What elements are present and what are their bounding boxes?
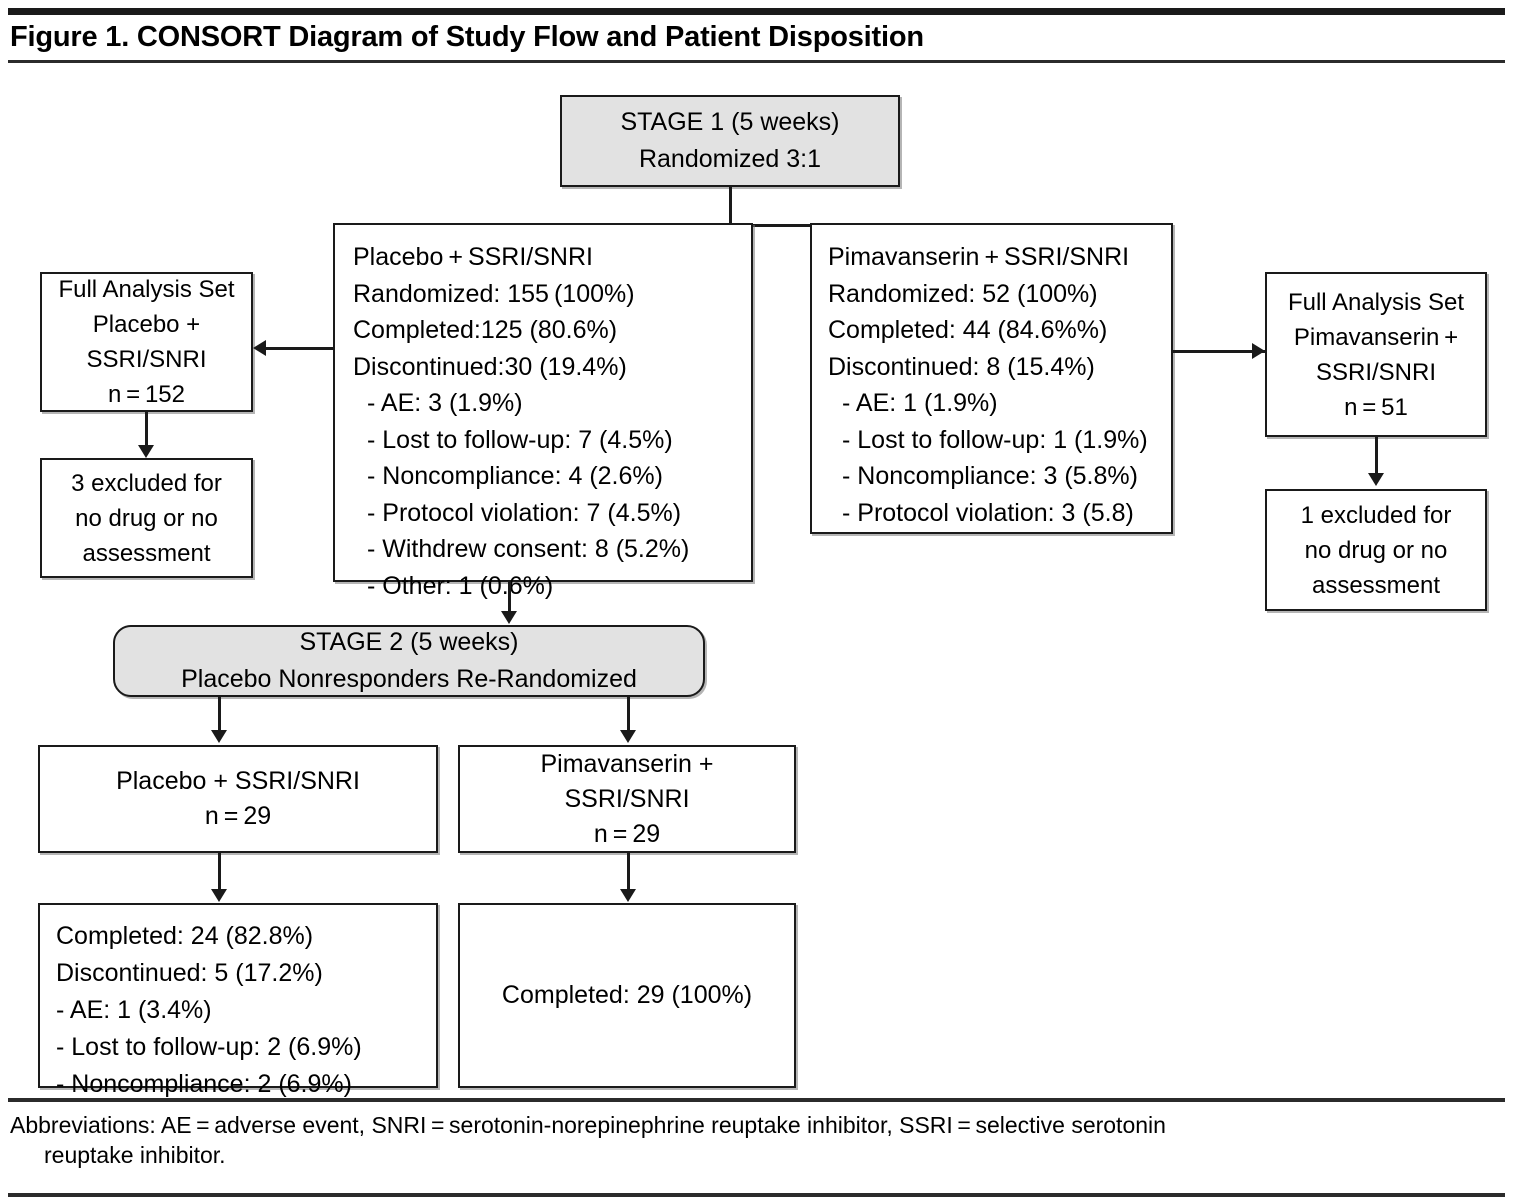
stage2-placebo-result-line-3: - AE: 1 (3.4%)	[56, 996, 212, 1024]
arrow-to-excluded-placebo	[138, 445, 154, 458]
fas-pimavanserin-line-4: n = 51	[1344, 393, 1408, 421]
connector-stage2-pimavanserin-to-results	[627, 853, 630, 891]
pimavanserin-arm-reason-3: - Noncompliance: 3 (5.8%)	[842, 462, 1138, 490]
arrow-to-stage2-pimavanserin-results	[620, 889, 636, 902]
pimavanserin-arm-line-4: Discontinued: 8 (15.4%)	[828, 352, 1095, 381]
excluded-pimavanserin-box: 1 excluded for no drug or no assessment	[1265, 489, 1487, 611]
stage2-pimavanserin-box: Pimavanserin + SSRI/SNRI n = 29	[458, 745, 796, 853]
stage2-placebo-result-line-4: - Lost to follow-up: 2 (6.9%)	[56, 1033, 362, 1061]
connector-placebo-to-stage2	[508, 582, 511, 613]
pimavanserin-arm-reason-1: - AE: 1 (1.9%)	[842, 389, 998, 417]
arrow-to-stage2-pimavanserin	[620, 730, 636, 743]
footnote-line-1: Abbreviations: AE = adverse event, SNRI …	[10, 1112, 1166, 1138]
arrow-to-stage2-placebo-results	[211, 889, 227, 902]
placebo-arm-line-2: Randomized: 155 (100%)	[353, 279, 635, 308]
abbreviations-footnote: Abbreviations: AE = adverse event, SNRI …	[10, 1110, 1490, 1170]
excluded-placebo-line-3: assessment	[82, 539, 211, 567]
placebo-arm-reason-6: - Other: 1 (0.6%)	[367, 571, 554, 600]
fas-placebo-line-4: n = 152	[107, 381, 185, 408]
connector-stage1-crossbar	[545, 224, 1015, 227]
arrow-to-stage2	[501, 611, 517, 624]
fas-placebo-line-1: Full Analysis Set	[58, 276, 235, 303]
bottom-rule	[8, 1193, 1505, 1197]
stage2-pimavanserin-line-1: Pimavanserin +	[540, 749, 714, 778]
fas-pimavanserin-line-1: Full Analysis Set	[1287, 288, 1465, 316]
excluded-pimavanserin-line-3: assessment	[1311, 571, 1441, 599]
excluded-placebo-line-2: no drug or no	[75, 504, 218, 532]
stage2-placebo-box: Placebo + SSRI/SNRI n = 29	[38, 745, 438, 853]
arrow-to-excluded-pimavanserin	[1368, 473, 1384, 486]
pimavanserin-arm-reason-2: - Lost to follow-up: 1 (1.9%)	[842, 425, 1148, 454]
arrow-to-fas-placebo	[253, 340, 266, 356]
stage1-box: STAGE 1 (5 weeks) Randomized 3:1	[560, 95, 900, 187]
fas-pimavanserin-line-2: Pimavanserin +	[1293, 323, 1459, 351]
fas-placebo-line-3: SSRI/SNRI	[86, 346, 207, 373]
excluded-placebo-line-1: 3 excluded for	[71, 469, 222, 497]
connector-placebo-to-fas	[266, 347, 333, 350]
stage1-line1: STAGE 1 (5 weeks)	[620, 108, 840, 136]
pimavanserin-arm-line-2: Randomized: 52 (100%)	[828, 279, 1098, 308]
stage2-placebo-result-line-1: Completed: 24 (82.8%)	[56, 922, 314, 950]
title-underline-rule	[8, 60, 1505, 63]
excluded-pimavanserin-line-2: no drug or no	[1304, 536, 1448, 564]
stage2-pimavanserin-result-line-1: Completed: 29 (100%)	[501, 981, 753, 1009]
top-rule	[8, 8, 1505, 15]
stage2-line2: Placebo Nonresponders Re-Randomized	[181, 665, 637, 693]
stage2-line1: STAGE 2 (5 weeks)	[299, 628, 519, 656]
connector-stage2-left-drop	[218, 697, 221, 732]
connector-stage2-right-drop	[627, 697, 630, 732]
stage2-placebo-result-line-5: - Noncompliance: 2 (6.9%)	[56, 1070, 352, 1098]
stage2-pimavanserin-line-2: SSRI/SNRI	[564, 784, 690, 813]
placebo-arm-box: Placebo + SSRI/SNRI Randomized: 155 (100…	[333, 223, 753, 600]
excluded-placebo-box: 3 excluded for no drug or no assessment	[40, 458, 253, 578]
fas-pimavanserin-box: Full Analysis Set Pimavanserin + SSRI/SN…	[1265, 272, 1487, 437]
stage2-placebo-results-box: Completed: 24 (82.8%) Discontinued: 5 (1…	[38, 903, 438, 1098]
footnote-top-rule	[8, 1098, 1505, 1102]
fas-placebo-box: Full Analysis Set Placebo + SSRI/SNRI n …	[40, 272, 253, 412]
pimavanserin-arm-box: Pimavanserin + SSRI/SNRI Randomized: 52 …	[810, 223, 1173, 534]
connector-stage1-stem	[729, 187, 732, 225]
fas-pimavanserin-line-3: SSRI/SNRI	[1315, 358, 1437, 386]
stage2-placebo-result-line-2: Discontinued: 5 (17.2%)	[56, 959, 323, 987]
stage2-pimavanserin-line-3: n = 29	[593, 819, 661, 848]
page-title: Figure 1. CONSORT Diagram of Study Flow …	[10, 21, 924, 53]
pimavanserin-arm-reason-4: - Protocol violation: 3 (5.8)	[842, 498, 1134, 527]
fas-placebo-line-2: Placebo +	[92, 311, 201, 338]
arrow-to-fas-pimavanserin	[1252, 343, 1265, 359]
connector-fas-placebo-to-excluded	[145, 412, 148, 447]
connector-pimavanserin-to-fas	[1173, 350, 1265, 353]
excluded-pimavanserin-line-1: 1 excluded for	[1300, 501, 1452, 529]
placebo-arm-reason-1: - AE: 3 (1.9%)	[367, 389, 523, 417]
placebo-arm-line-4: Discontinued:30 (19.4%)	[353, 352, 627, 381]
placebo-arm-line-1: Placebo + SSRI/SNRI	[353, 243, 593, 271]
pimavanserin-arm-line-3: Completed: 44 (84.6%%)	[828, 316, 1108, 344]
placebo-arm-reason-5: - Withdrew consent: 8 (5.2%)	[367, 535, 690, 563]
placebo-arm-reason-2: - Lost to follow-up: 7 (4.5%)	[367, 425, 673, 454]
placebo-arm-line-3: Completed:125 (80.6%)	[353, 316, 618, 344]
placebo-arm-reason-3: - Noncompliance: 4 (2.6%)	[367, 462, 663, 490]
stage2-placebo-line-2: n = 29	[204, 802, 272, 830]
placebo-arm-reason-4: - Protocol violation: 7 (4.5%)	[367, 498, 682, 527]
stage1-line2: Randomized 3:1	[638, 145, 822, 173]
stage2-placebo-line-1: Placebo + SSRI/SNRI	[116, 767, 360, 795]
connector-stage2-placebo-to-results	[218, 853, 221, 891]
pimavanserin-arm-line-1: Pimavanserin + SSRI/SNRI	[828, 243, 1130, 271]
footnote-line-2: reuptake inhibitor.	[44, 1142, 226, 1168]
arrow-to-stage2-placebo	[211, 730, 227, 743]
connector-fas-pimavanserin-to-excluded	[1375, 437, 1378, 475]
stage2-pimavanserin-results-box: Completed: 29 (100%)	[458, 903, 796, 1088]
stage2-box: STAGE 2 (5 weeks) Placebo Nonresponders …	[113, 625, 705, 697]
